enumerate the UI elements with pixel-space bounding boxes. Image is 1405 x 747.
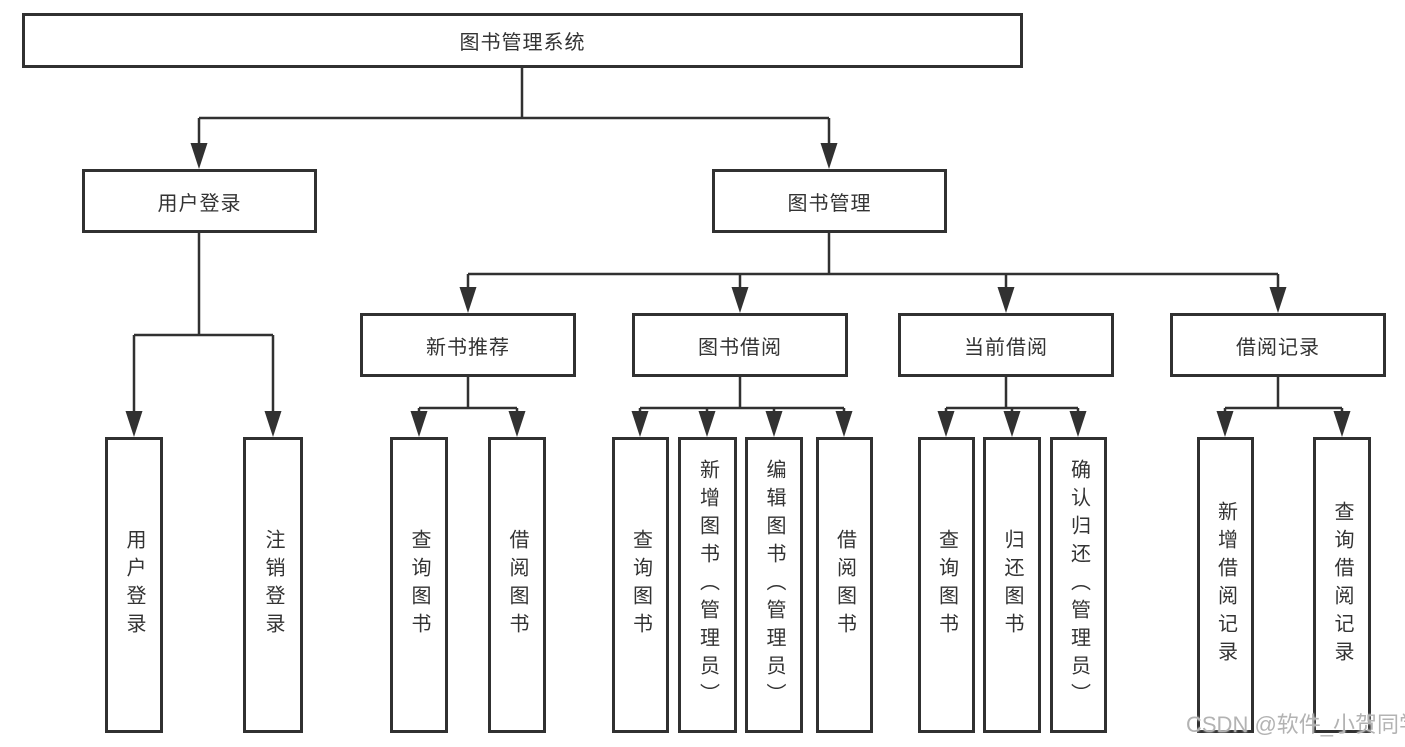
leaf-logout: 注销登录	[243, 437, 303, 733]
connector-new-book-recommend-branch	[410, 377, 526, 437]
leaf-query-books-borrow: 查询图书	[612, 437, 669, 733]
leaf-edit-book-admin: 编辑图书（管理员）	[745, 437, 803, 733]
node-book-borrow: 图书借阅	[632, 313, 848, 377]
leaf-borrow-books: 借阅图书	[816, 437, 873, 733]
leaf-borrow-books-recommend: 借阅图书	[488, 437, 546, 733]
connector-book-management-branch	[459, 233, 1287, 313]
node-book-management: 图书管理	[712, 169, 947, 233]
node-root: 图书管理系统	[22, 13, 1023, 68]
connector-root-to-level1	[190, 68, 838, 169]
connector-user-login-branch	[125, 233, 282, 437]
connector-current-borrow-branch	[937, 377, 1087, 437]
node-borrow-records: 借阅记录	[1170, 313, 1386, 377]
leaf-confirm-return-admin: 确认归还（管理员）	[1050, 437, 1107, 733]
node-user-login: 用户登录	[82, 169, 317, 233]
leaf-user-login: 用户登录	[105, 437, 163, 733]
csdn-watermark: CSDN @软件_小贺同学	[1186, 712, 1405, 737]
leaf-query-books-recommend: 查询图书	[390, 437, 448, 733]
leaf-add-book-admin: 新增图书（管理员）	[678, 437, 737, 733]
leaf-query-borrow-record: 查询借阅记录	[1313, 437, 1371, 733]
connector-borrow-records-branch	[1216, 377, 1351, 437]
node-current-borrow: 当前借阅	[898, 313, 1114, 377]
connector-book-borrow-branch	[631, 377, 853, 437]
leaf-query-books-current: 查询图书	[918, 437, 975, 733]
node-new-book-recommend: 新书推荐	[360, 313, 576, 377]
leaf-add-borrow-record: 新增借阅记录	[1197, 437, 1254, 733]
leaf-return-book: 归还图书	[983, 437, 1041, 733]
